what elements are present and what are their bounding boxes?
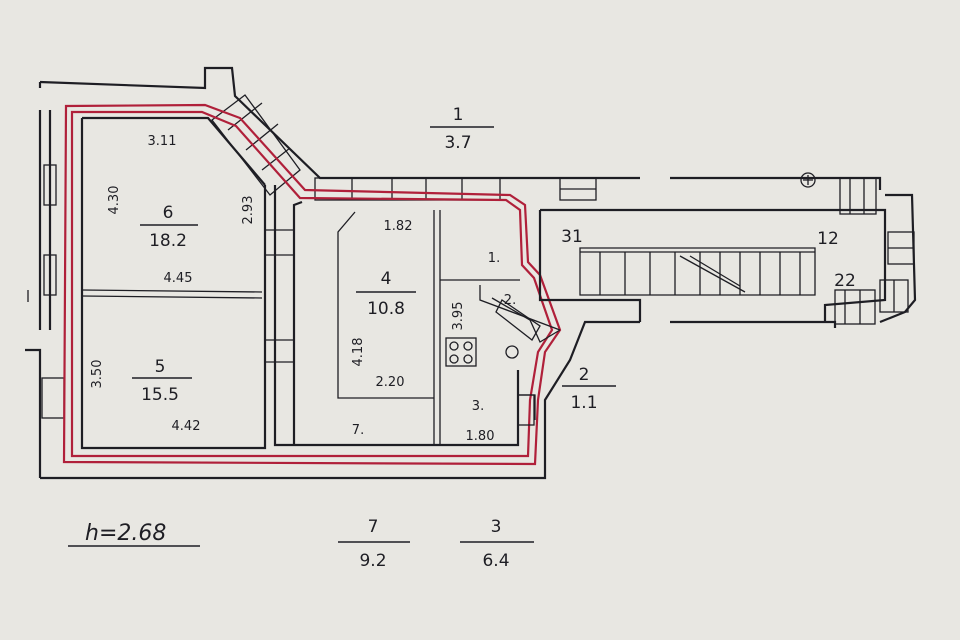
dim-r4-top: 1.82 xyxy=(384,219,413,234)
mark-2: 2. xyxy=(504,293,516,308)
stove-icon xyxy=(445,337,477,367)
room-2-area: 1.1 xyxy=(570,393,597,413)
dim-r5-bottom: 4.42 xyxy=(172,419,201,434)
dim-r4-left: 4.18 xyxy=(351,338,366,367)
room-7-number: 7 xyxy=(368,517,379,537)
room-4-area: 10.8 xyxy=(367,299,405,319)
dim-r3-bottom: 1.80 xyxy=(466,429,495,444)
mark-1: 1. xyxy=(488,251,500,266)
dim-stair-c: 22 xyxy=(834,271,856,291)
room-4-number: 4 xyxy=(381,269,392,289)
dim-r6-bottom: 4.45 xyxy=(164,271,193,286)
bathtub-icon xyxy=(495,299,541,341)
room-1-area: 3.7 xyxy=(444,133,471,153)
room-3-area: 6.4 xyxy=(482,551,509,571)
dim-r6-top: 3.11 xyxy=(148,134,177,149)
dim-stair-a: 31 xyxy=(561,227,583,247)
room-5-number: 5 xyxy=(155,357,166,377)
staircase xyxy=(538,172,887,322)
room-6-number: 6 xyxy=(163,203,174,223)
mark-7: 7. xyxy=(352,423,364,438)
dimension-labels: 3.11 4.30 2.93 4.45 3.50 4.42 1.82 4.18 … xyxy=(90,134,856,444)
mark-3: 3. xyxy=(472,399,484,414)
ceiling-height: h=2.68 xyxy=(85,521,166,546)
dim-r5-left: 3.50 xyxy=(90,360,105,389)
boundary-line xyxy=(62,103,562,466)
room-3-number: 3 xyxy=(491,517,502,537)
dim-stair-b: 12 xyxy=(817,229,839,249)
zone-marks: 1. 2. 3. 7. xyxy=(352,251,516,438)
room-7-area: 9.2 xyxy=(359,551,386,571)
room-5-area: 15.5 xyxy=(141,385,179,405)
room-2-number: 2 xyxy=(579,365,590,385)
dim-r6-left: 4.30 xyxy=(107,186,122,215)
dim-r4-bottom: 2.20 xyxy=(376,375,405,390)
dim-r3-side: 3.95 xyxy=(451,302,466,331)
dim-r6-right: 2.93 xyxy=(241,196,256,225)
room-1-number: 1 xyxy=(453,105,464,125)
interior-walls xyxy=(80,116,561,450)
outlet-icon xyxy=(505,345,519,359)
room-6-area: 18.2 xyxy=(149,231,187,251)
outer-walls xyxy=(25,66,917,480)
room-labels: 1 3.7 6 18.2 5 15.5 4 10.8 2 1.1 7 9.2 3… xyxy=(68,105,616,571)
